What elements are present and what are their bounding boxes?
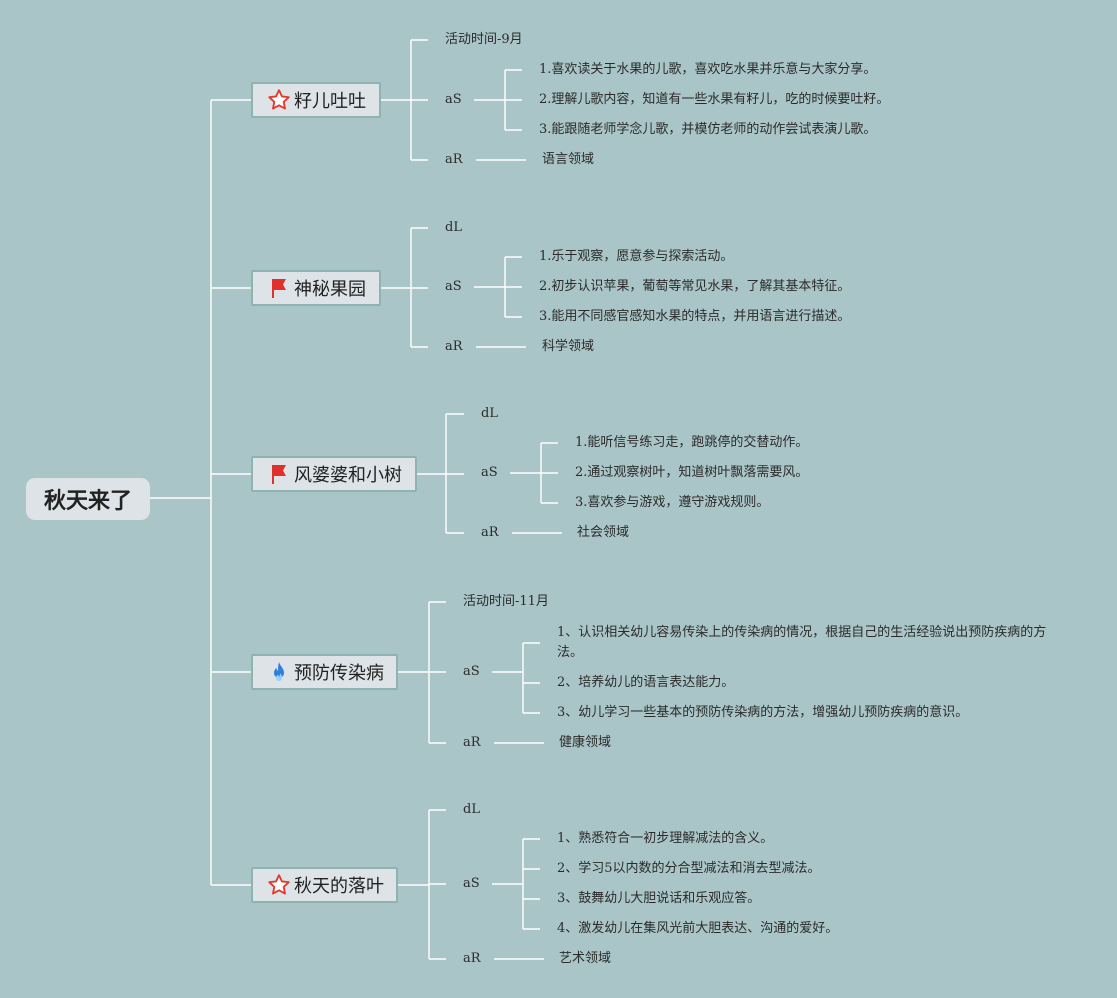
- topic-3-header: dL: [481, 406, 498, 421]
- topic-1-goal-3: 3.能跟随老师学念儿歌，并模仿老师的动作尝试表演儿歌。: [539, 122, 877, 137]
- topic-1[interactable]: 籽儿吐吐: [251, 82, 381, 118]
- flame-icon: [266, 659, 292, 685]
- topic-5-header: dL: [463, 802, 480, 817]
- star-outline-icon: [266, 87, 292, 113]
- topic-3-title: 风婆婆和小树: [294, 465, 402, 486]
- topic-2-goal-3: 3.能用不同感官感知水果的特点，并用语言进行描述。: [539, 309, 851, 324]
- topic-2-header: dL: [445, 220, 462, 235]
- topic-4-header: 活动时间-11月: [463, 594, 549, 609]
- topic-1-goal-1: 1.喜欢读关于水果的儿歌，喜欢吃水果并乐意与大家分享。: [539, 62, 877, 77]
- topic-2-title: 神秘果园: [294, 279, 366, 300]
- root-topic[interactable]: 秋天来了: [26, 478, 150, 520]
- topic-4-goal-3: 3、幼儿学习一些基本的预防传染病的方法，增强幼儿预防疾病的意识。: [557, 705, 969, 720]
- topic-5-title: 秋天的落叶: [294, 876, 384, 897]
- topic-2-goal-2: 2.初步认识苹果，葡萄等常见水果，了解其基本特征。: [539, 279, 851, 294]
- topic-1-goal-2: 2.理解儿歌内容，知道有一些水果有籽儿，吃的时候要吐籽。: [539, 92, 890, 107]
- topic-5[interactable]: 秋天的落叶: [251, 867, 398, 903]
- topic-1-area-key: aR: [445, 152, 463, 167]
- topic-4[interactable]: 预防传染病: [251, 654, 398, 690]
- topic-2-area: 科学领域: [542, 339, 595, 354]
- topic-3-goal-1: 1.能听信号练习走，跑跳停的交替动作。: [575, 435, 809, 450]
- topic-3-area: 社会领域: [577, 525, 630, 540]
- topic-2-goal-key: aS: [445, 279, 462, 294]
- topic-4-goal-key: aS: [463, 664, 480, 679]
- topic-4-goal-2: 2、培养幼儿的语言表达能力。: [557, 675, 735, 690]
- red-flag-icon: [266, 461, 292, 487]
- topic-4-goal-1: 1、认识相关幼儿容易传染上的传染病的情况，根据自己的生活经验说出预防疾病的方法。: [557, 625, 1047, 660]
- root-title: 秋天来了: [43, 489, 132, 514]
- topic-5-goal-key: aS: [463, 876, 480, 891]
- topic-5-goal-1: 1、熟悉符合一初步理解减法的含义。: [557, 831, 774, 846]
- topic-4-area-key: aR: [463, 735, 481, 750]
- topic-5-goal-3: 3、鼓舞幼儿大胆说话和乐观应答。: [557, 891, 761, 906]
- topic-5-area: 艺术领域: [559, 951, 612, 966]
- star-outline-icon: [266, 872, 292, 898]
- topic-1-goal-key: aS: [445, 92, 462, 107]
- topic-2[interactable]: 神秘果园: [251, 270, 381, 306]
- red-flag-icon: [266, 275, 292, 301]
- topic-3[interactable]: 风婆婆和小树: [251, 456, 417, 492]
- topic-1-title: 籽儿吐吐: [294, 91, 366, 112]
- topic-3-goal-key: aS: [481, 465, 498, 480]
- topic-1-header: 活动时间-9月: [445, 32, 523, 47]
- topic-2-area-key: aR: [445, 339, 463, 354]
- topic-4-area: 健康领域: [559, 735, 612, 750]
- topic-1-area: 语言领域: [542, 152, 595, 167]
- topic-5-goal-4: 4、激发幼儿在集风光前大胆表达、沟通的爱好。: [557, 921, 839, 936]
- topic-5-area-key: aR: [463, 951, 481, 966]
- topic-3-goal-3: 3.喜欢参与游戏，遵守游戏规则。: [575, 495, 770, 510]
- topic-4-title: 预防传染病: [294, 663, 384, 684]
- topic-3-goal-2: 2.通过观察树叶，知道树叶飘落需要风。: [575, 465, 809, 480]
- topic-3-area-key: aR: [481, 525, 499, 540]
- topic-5-goal-2: 2、学习5以内数的分合型减法和消去型减法。: [557, 861, 821, 876]
- topic-2-goal-1: 1.乐于观察，愿意参与探索活动。: [539, 249, 734, 264]
